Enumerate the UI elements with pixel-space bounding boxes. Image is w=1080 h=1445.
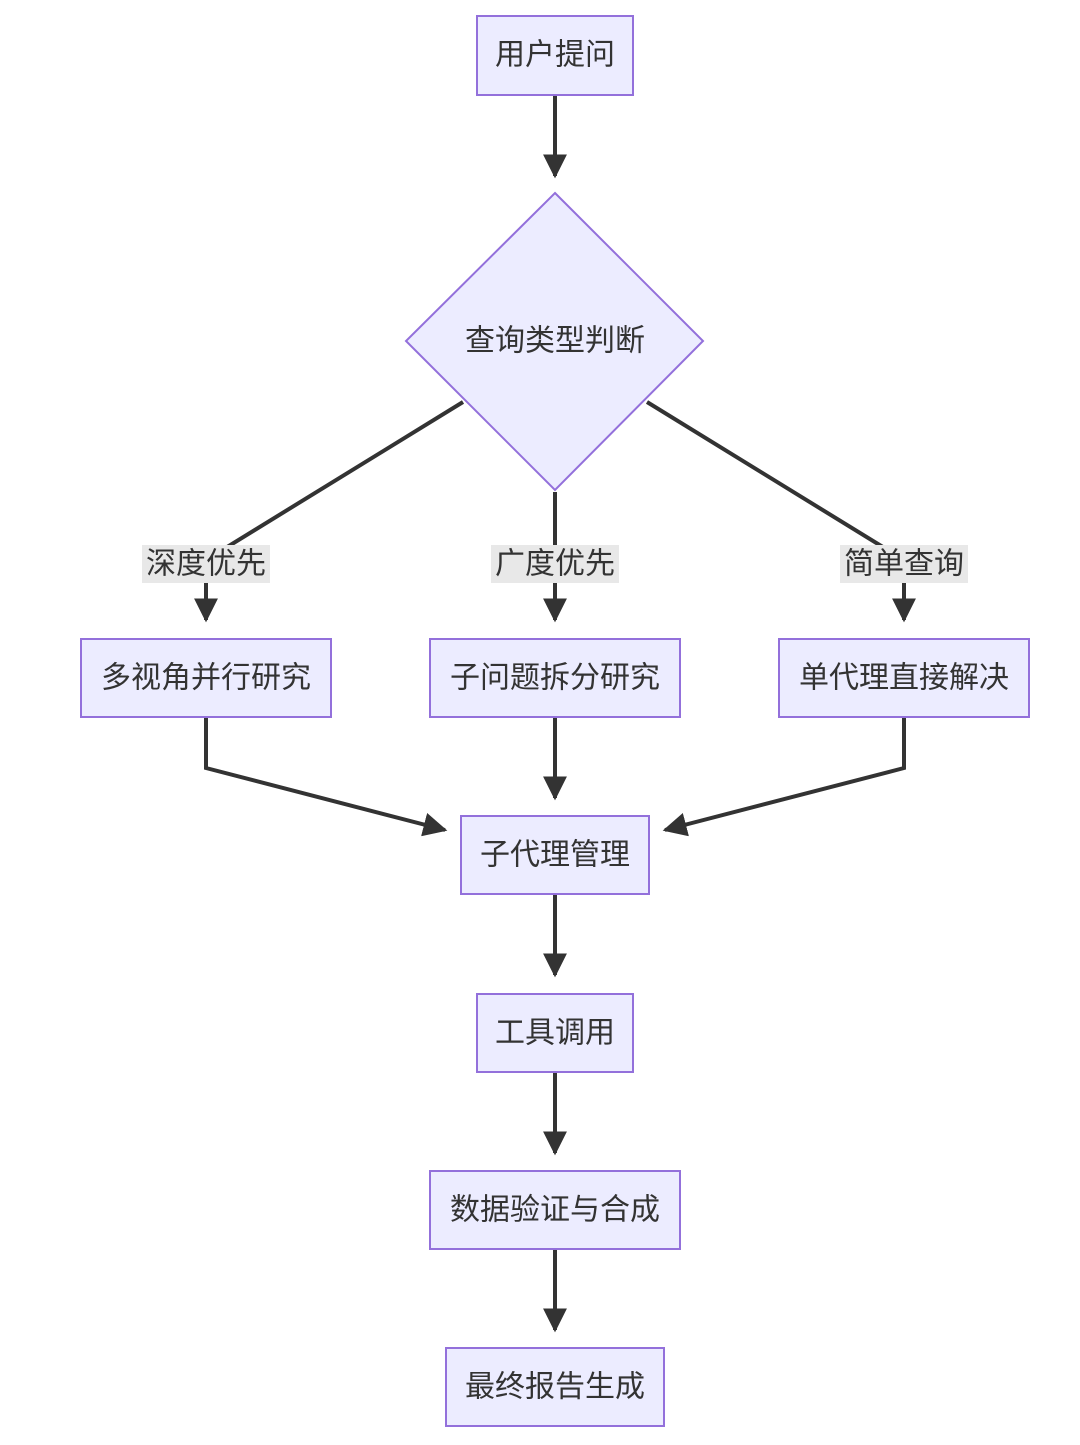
node-manage-label: 子代理管理 <box>480 838 630 873</box>
node-manage[interactable]: 子代理管理 <box>460 815 650 895</box>
node-simple[interactable]: 单代理直接解决 <box>778 638 1030 718</box>
node-tools-label: 工具调用 <box>495 1016 615 1051</box>
nodes: 用户提问 查询类型判断 多视角并行研究 子问题拆分研究 单代理直接解决 子代理管… <box>80 15 1030 1427</box>
edge-label-depth: 深度优先 <box>146 547 266 582</box>
edge-simple-to-manage <box>662 718 906 837</box>
node-depth-label: 多视角并行研究 <box>101 661 311 696</box>
edge-labels: 深度优先 广度优先 简单查询 <box>142 545 968 583</box>
node-verify-label: 数据验证与合成 <box>450 1193 660 1228</box>
node-depth[interactable]: 多视角并行研究 <box>80 638 332 718</box>
edge-label-simple-bg <box>840 545 968 583</box>
edge-label-breadth: 广度优先 <box>495 547 615 582</box>
node-start-label: 用户提问 <box>495 38 615 73</box>
node-report-label: 最终报告生成 <box>465 1370 645 1405</box>
edge-label-breadth-bg <box>491 545 619 583</box>
node-decision-label: 查询类型判断 <box>465 324 645 359</box>
edge-decision-to-simple <box>645 400 916 623</box>
node-verify[interactable]: 数据验证与合成 <box>429 1170 681 1250</box>
node-decision[interactable]: 查询类型判断 <box>404 191 705 492</box>
node-start[interactable]: 用户提问 <box>476 15 634 96</box>
node-simple-label: 单代理直接解决 <box>799 661 1009 696</box>
node-breadth-label: 子问题拆分研究 <box>450 661 660 696</box>
node-breadth[interactable]: 子问题拆分研究 <box>429 638 681 718</box>
edge-depth-to-manage <box>204 718 448 837</box>
edge-label-depth-bg <box>142 545 270 583</box>
edge-label-simple: 简单查询 <box>844 547 964 582</box>
edges <box>194 96 916 1333</box>
node-report[interactable]: 最终报告生成 <box>445 1347 665 1427</box>
node-tools[interactable]: 工具调用 <box>476 993 634 1073</box>
edge-decision-to-depth <box>194 400 465 623</box>
